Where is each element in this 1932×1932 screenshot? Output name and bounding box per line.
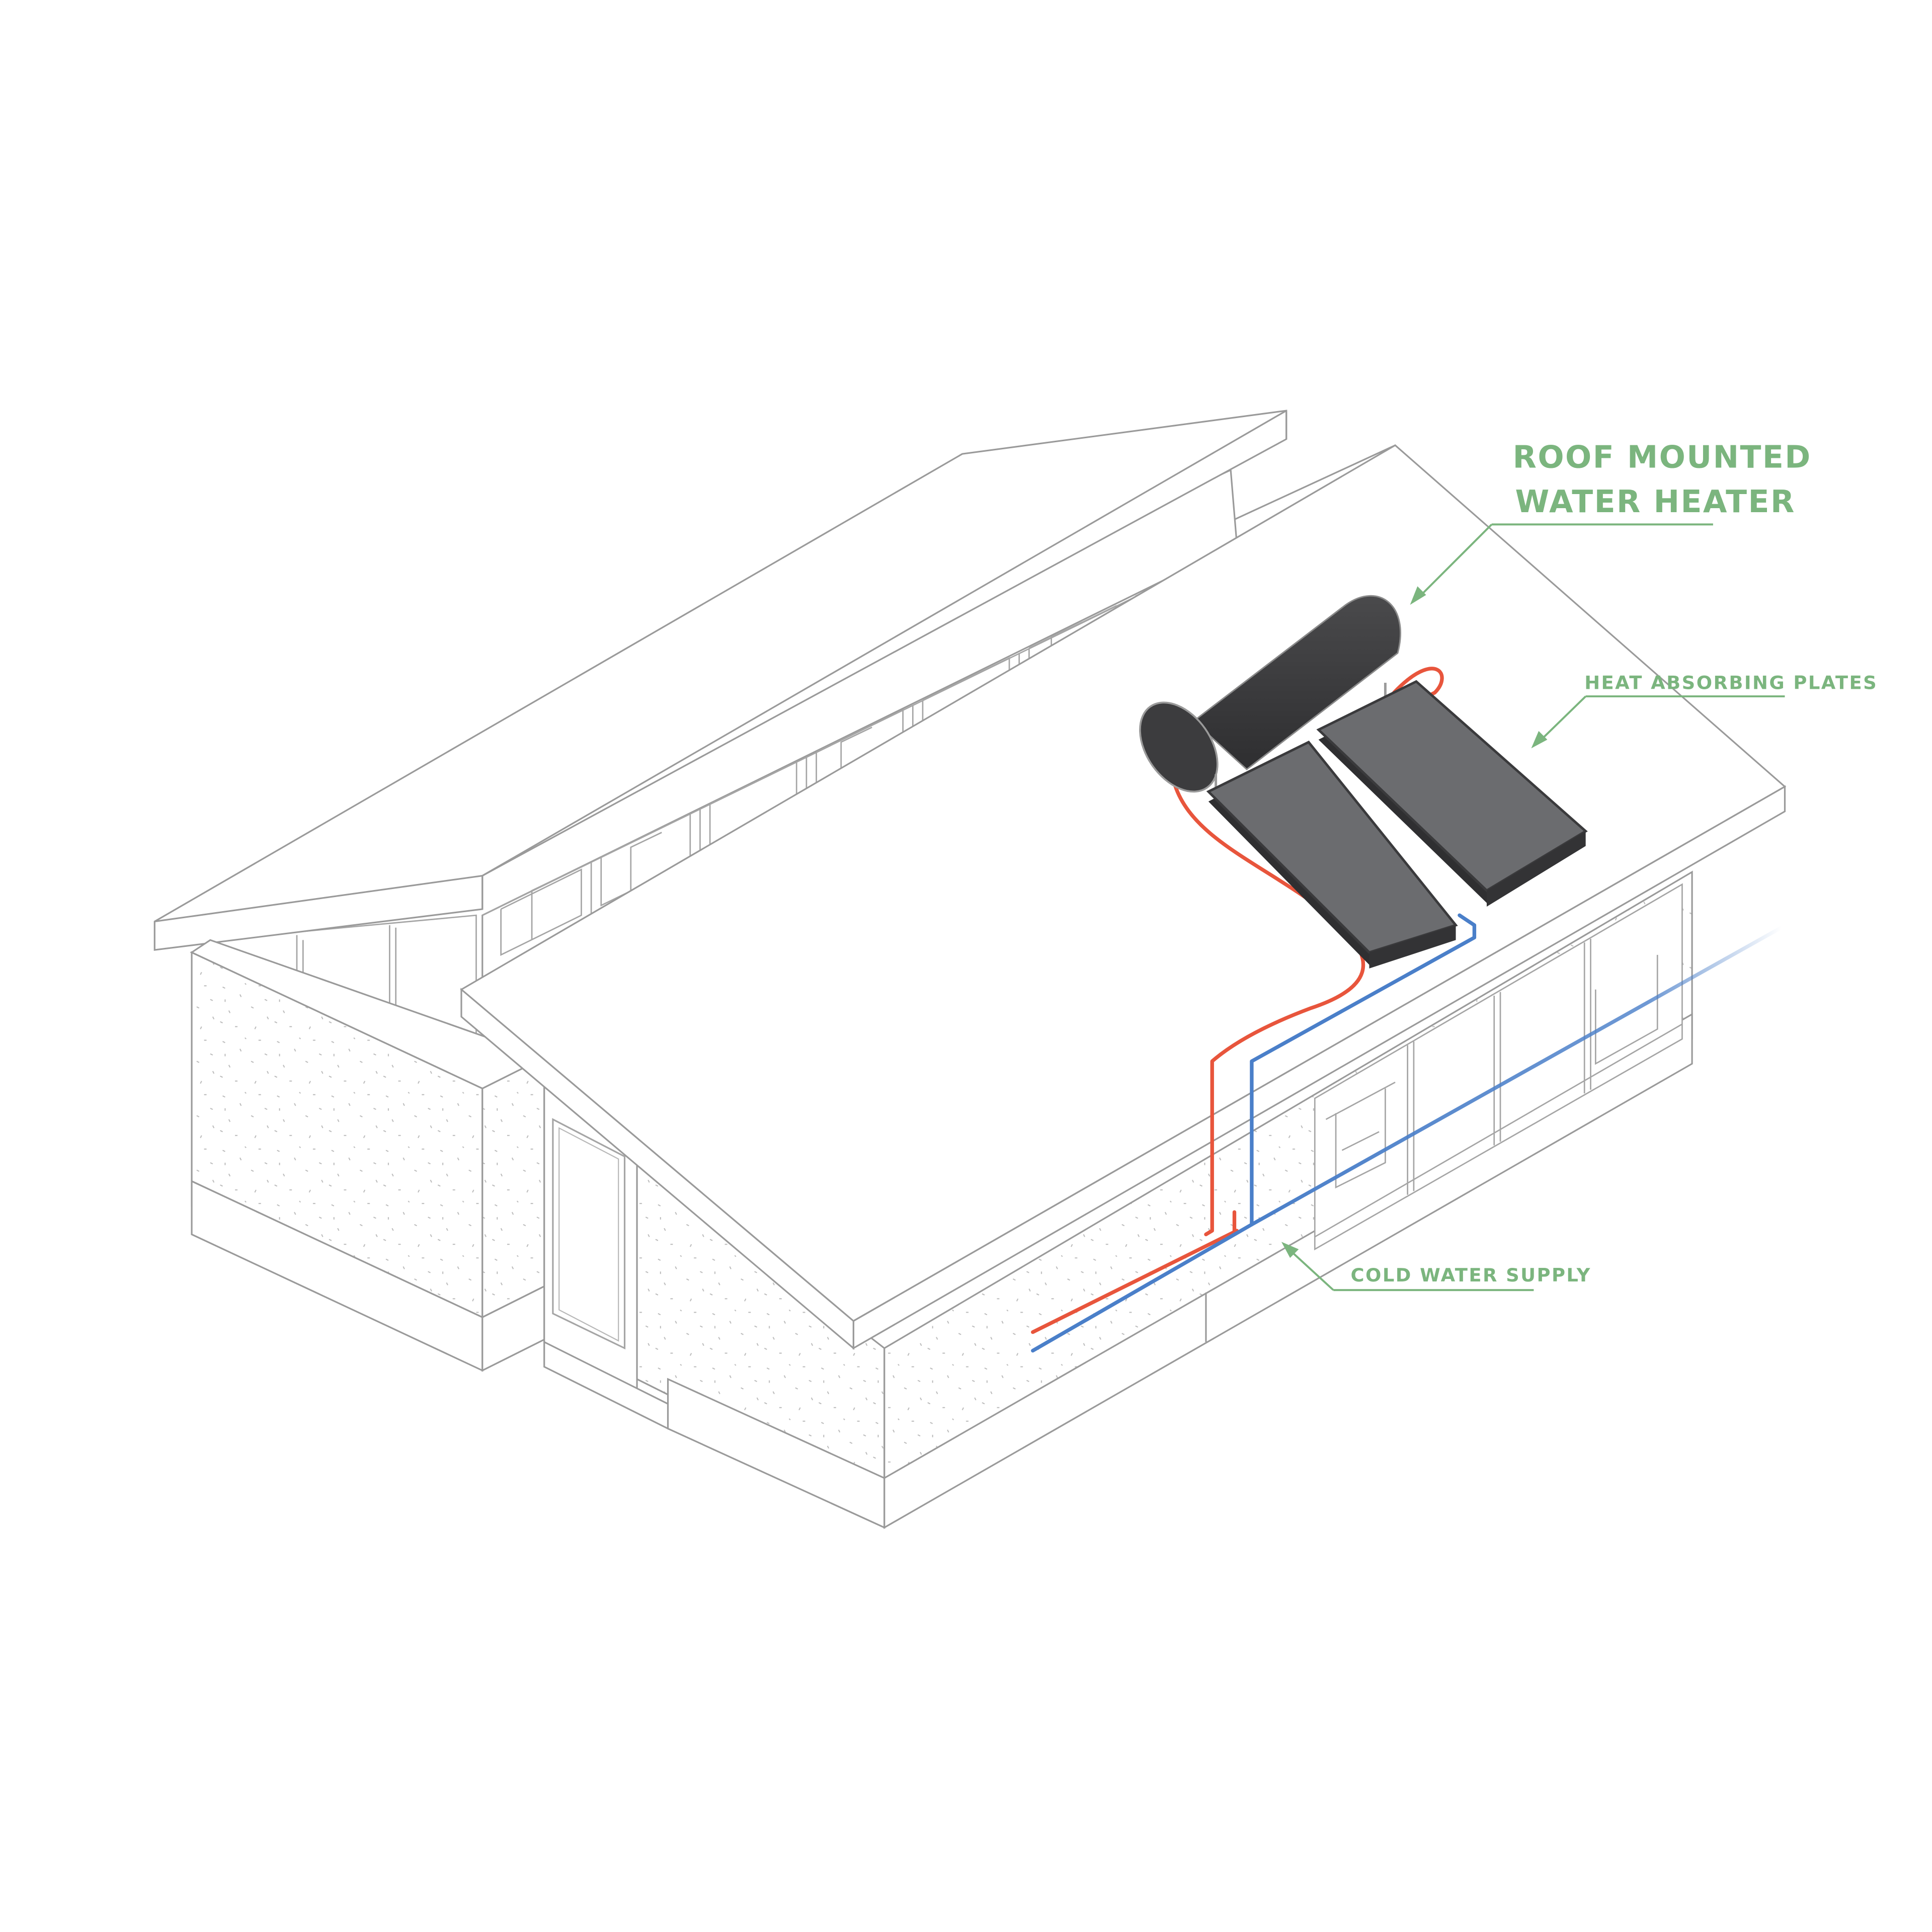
- cold-supply-label: COLD WATER SUPPLY: [1351, 1264, 1591, 1286]
- entry-door: [552, 1118, 626, 1350]
- hot-water-pipe: [1392, 667, 1444, 707]
- heat-absorbing-plates: [1206, 680, 1588, 969]
- panel-right: [1316, 680, 1588, 907]
- plates-leader: [1538, 695, 1587, 743]
- pipes: [1031, 667, 1783, 1353]
- cold-water-supply-line: [1250, 926, 1783, 1227]
- tank-end-cap: [1139, 701, 1219, 793]
- main-wing: [460, 444, 1787, 1529]
- main-roof-fascia-left: [460, 988, 854, 1350]
- hot-water-pipe-drop: [1173, 783, 1365, 1237]
- front-glazing: [1314, 883, 1683, 1251]
- water-heater-tank: [1139, 595, 1401, 793]
- callouts: [1281, 523, 1785, 1292]
- water-heater-label-line1: ROOF MOUNTED: [1513, 439, 1812, 475]
- cold-water-underground: [1031, 1223, 1254, 1353]
- cold-supply-leader: [1288, 1248, 1334, 1291]
- hot-water-underground: [1031, 1229, 1239, 1334]
- plates-label: HEAT ABSORBING PLATES: [1584, 672, 1878, 693]
- water-heater-label-line2: WATER HEATER: [1515, 484, 1796, 520]
- door-panel: [558, 1127, 619, 1342]
- panel-left: [1206, 740, 1458, 969]
- water-heater-leader: [1416, 523, 1493, 600]
- cold-water-pipe-roof: [1250, 913, 1477, 1227]
- left-block: [190, 939, 546, 1372]
